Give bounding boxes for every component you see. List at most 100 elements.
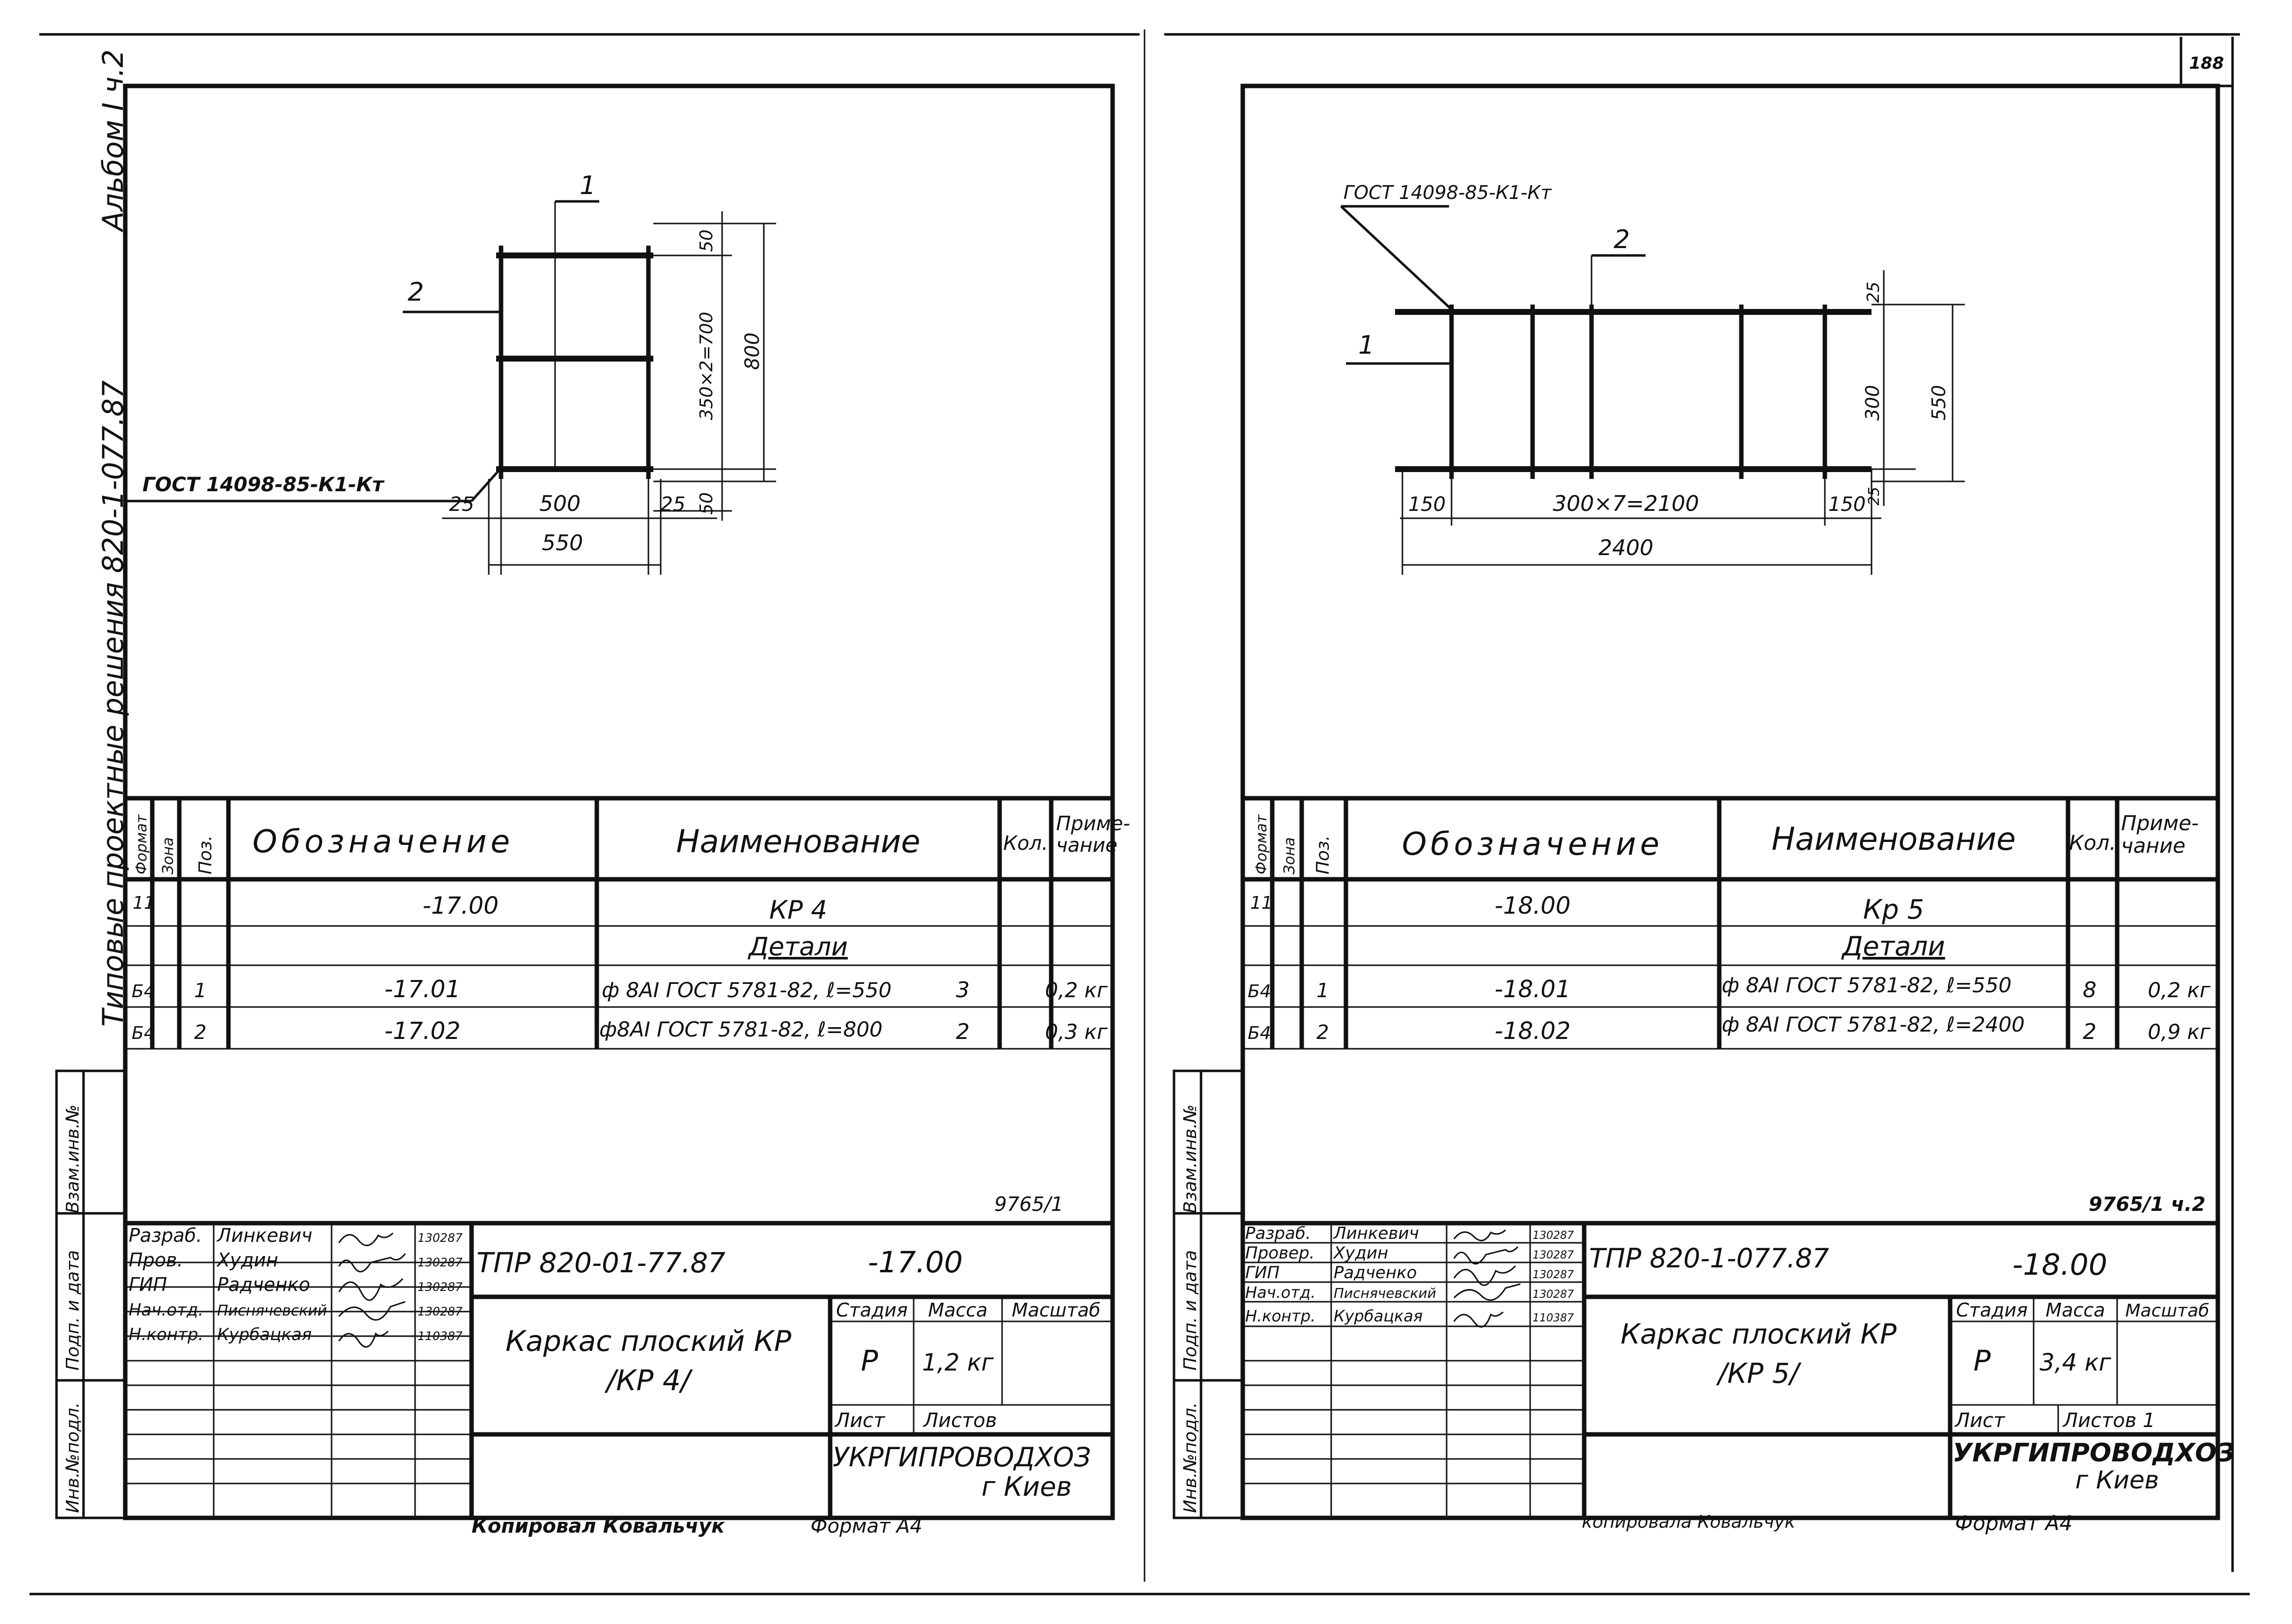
name-4: Писнячевский <box>217 1302 327 1319</box>
dim-550: 550 <box>1928 385 1950 421</box>
header-name: Наименование <box>676 824 920 860</box>
header-pos: Поз. <box>196 835 216 874</box>
row2-name: Детали <box>1841 931 1945 962</box>
row4-note: 0,3 кг <box>1045 1020 1108 1044</box>
mass-value: 3,4 кг <box>2040 1349 2112 1376</box>
row1-name: Кр 5 <box>1863 894 1924 925</box>
row4-note: 0,9 кг <box>2148 1020 2211 1044</box>
role-5: Н.контр. <box>1245 1307 1315 1325</box>
name-2: Худин <box>216 1249 278 1271</box>
row4-designation: -18.02 <box>1495 1017 1571 1045</box>
signature-5 <box>1453 1311 1504 1328</box>
header-designation: Обозначение <box>252 824 514 860</box>
dim-300: 300 <box>1862 385 1883 421</box>
doc-name-line1: Каркас плоский КР <box>1621 1318 1897 1350</box>
role-4: Нач.отд. <box>129 1300 203 1320</box>
row3-note: 0,2 кг <box>1045 978 1108 1002</box>
name-3: Радченко <box>1334 1263 1417 1283</box>
name-4: Писнячевский <box>1334 1285 1436 1301</box>
dim-top-25: 25 <box>1864 281 1883 303</box>
row3-name: ф 8АI ГОСТ 5781-82, ℓ=550 <box>602 978 892 1002</box>
dim-300x7: 300×7=2100 <box>1553 491 1699 516</box>
title-block-kr4: Разраб. Пров. ГИП Нач.отд. Н.контр. Линк… <box>125 1221 1113 1518</box>
stamp-podp-label: Подп. и дата <box>63 1250 83 1371</box>
date-3: 130287 <box>1533 1269 1574 1281</box>
sheets-label: Листов <box>922 1409 997 1432</box>
mass-label: Масса <box>928 1299 987 1321</box>
signature-2 <box>1453 1246 1519 1265</box>
dim-left-25: 25 <box>449 493 475 516</box>
copied-by-right: копировала Ковальчук <box>1582 1512 1795 1532</box>
role-4: Нач.отд. <box>1245 1283 1315 1302</box>
row2-name: Детали <box>748 932 848 962</box>
org-line2: г Киев <box>981 1471 1072 1502</box>
name-5: Курбацкая <box>1334 1307 1423 1325</box>
dim-top-50: 50 <box>697 229 717 252</box>
row4-format: Б4 <box>132 1023 155 1043</box>
doc-mark: -18.00 <box>2012 1248 2107 1282</box>
row1-name: КР 4 <box>769 896 827 925</box>
date-5: 110387 <box>418 1329 463 1343</box>
gost-label: ГОСТ 14098-85-К1-Кт <box>1343 182 1552 203</box>
role-5: Н.контр. <box>129 1325 203 1344</box>
doc-code: ТПР 820-1-077.87 <box>1589 1243 1829 1274</box>
dim-bottom-50: 50 <box>697 492 717 515</box>
header-name: Наименование <box>1771 821 2015 858</box>
row1-designation: -18.00 <box>1495 892 1571 920</box>
copied-by-left: Копировал Ковальчук <box>472 1515 725 1538</box>
dim-right-25: 25 <box>661 493 686 516</box>
stamp-inv-label-right: Инв.№подл. <box>1180 1402 1201 1513</box>
header-zone: Зона <box>160 837 177 874</box>
doc-mark: -17.00 <box>868 1245 963 1280</box>
date-5: 110387 <box>1533 1312 1574 1324</box>
stage-value: Р <box>861 1344 878 1377</box>
doc-name-line1: Каркас плоский КР <box>505 1324 791 1358</box>
row1-format: 11 <box>133 893 155 913</box>
position-label-1: 1 <box>580 171 596 200</box>
stamp-inv-label: Инв.№подл. <box>63 1402 83 1513</box>
spec-table-kr5: Формат Зона Поз. Обозначение Наименовани… <box>1243 796 2218 1050</box>
row3-note: 0,2 кг <box>2148 978 2211 1002</box>
dim-500: 500 <box>539 491 581 516</box>
doc-code: ТПР 820-01-77.87 <box>476 1247 726 1279</box>
dim-bottom-25: 25 <box>1866 487 1883 505</box>
sheet-frame-left <box>123 84 1115 1520</box>
row3-pos: 1 <box>194 980 206 1002</box>
date-4: 130287 <box>418 1305 463 1318</box>
row4-qty: 2 <box>956 1019 970 1044</box>
row3-qty: 3 <box>956 978 970 1003</box>
role-1: Разраб. <box>129 1225 202 1246</box>
row3-designation: -18.01 <box>1495 976 1571 1003</box>
date-1: 130287 <box>1533 1230 1574 1242</box>
dim-150-left: 150 <box>1408 493 1446 516</box>
gost-leader-arrow <box>1340 205 1453 310</box>
stage-label: Стадия <box>1956 1299 2028 1321</box>
date-3: 130287 <box>418 1280 463 1294</box>
name-3: Радченко <box>217 1274 310 1295</box>
row4-qty: 2 <box>2083 1019 2096 1044</box>
row3-designation: -17.01 <box>385 976 461 1003</box>
dim-550: 550 <box>542 531 583 556</box>
sheets-label: Листов 1 <box>2062 1409 2155 1432</box>
row4-name: ф 8АI ГОСТ 5781-82, ℓ=2400 <box>1722 1012 2025 1036</box>
header-zone: Зона <box>1281 837 1298 874</box>
mass-value: 1,2 кг <box>922 1349 994 1376</box>
signature-4 <box>338 1301 406 1321</box>
role-3: ГИП <box>129 1274 167 1295</box>
archive-ref-left: 9765/1 <box>994 1193 1063 1216</box>
date-1: 130287 <box>418 1231 463 1245</box>
signature-1 <box>338 1232 394 1246</box>
header-format: Формат <box>133 814 150 874</box>
signature-1 <box>1453 1229 1506 1241</box>
format-left: Формат А4 <box>811 1515 922 1538</box>
row3-name: ф 8АI ГОСТ 5781-82, ℓ=550 <box>1722 973 2012 997</box>
position-label-1: 1 <box>1358 331 1374 360</box>
scale-label: Масштаб <box>1012 1299 1101 1321</box>
header-format: Формат <box>1253 814 1270 874</box>
name-5: Курбацкая <box>217 1325 312 1344</box>
dim-2400: 2400 <box>1598 535 1653 560</box>
role-2: Провер. <box>1245 1243 1314 1263</box>
org-line1: УКРГИПРОВОДХОЗ <box>833 1442 1091 1473</box>
gost-label: ГОСТ 14098-85-К1-Кт <box>142 474 385 496</box>
org-line2: г Киев <box>2075 1466 2159 1494</box>
